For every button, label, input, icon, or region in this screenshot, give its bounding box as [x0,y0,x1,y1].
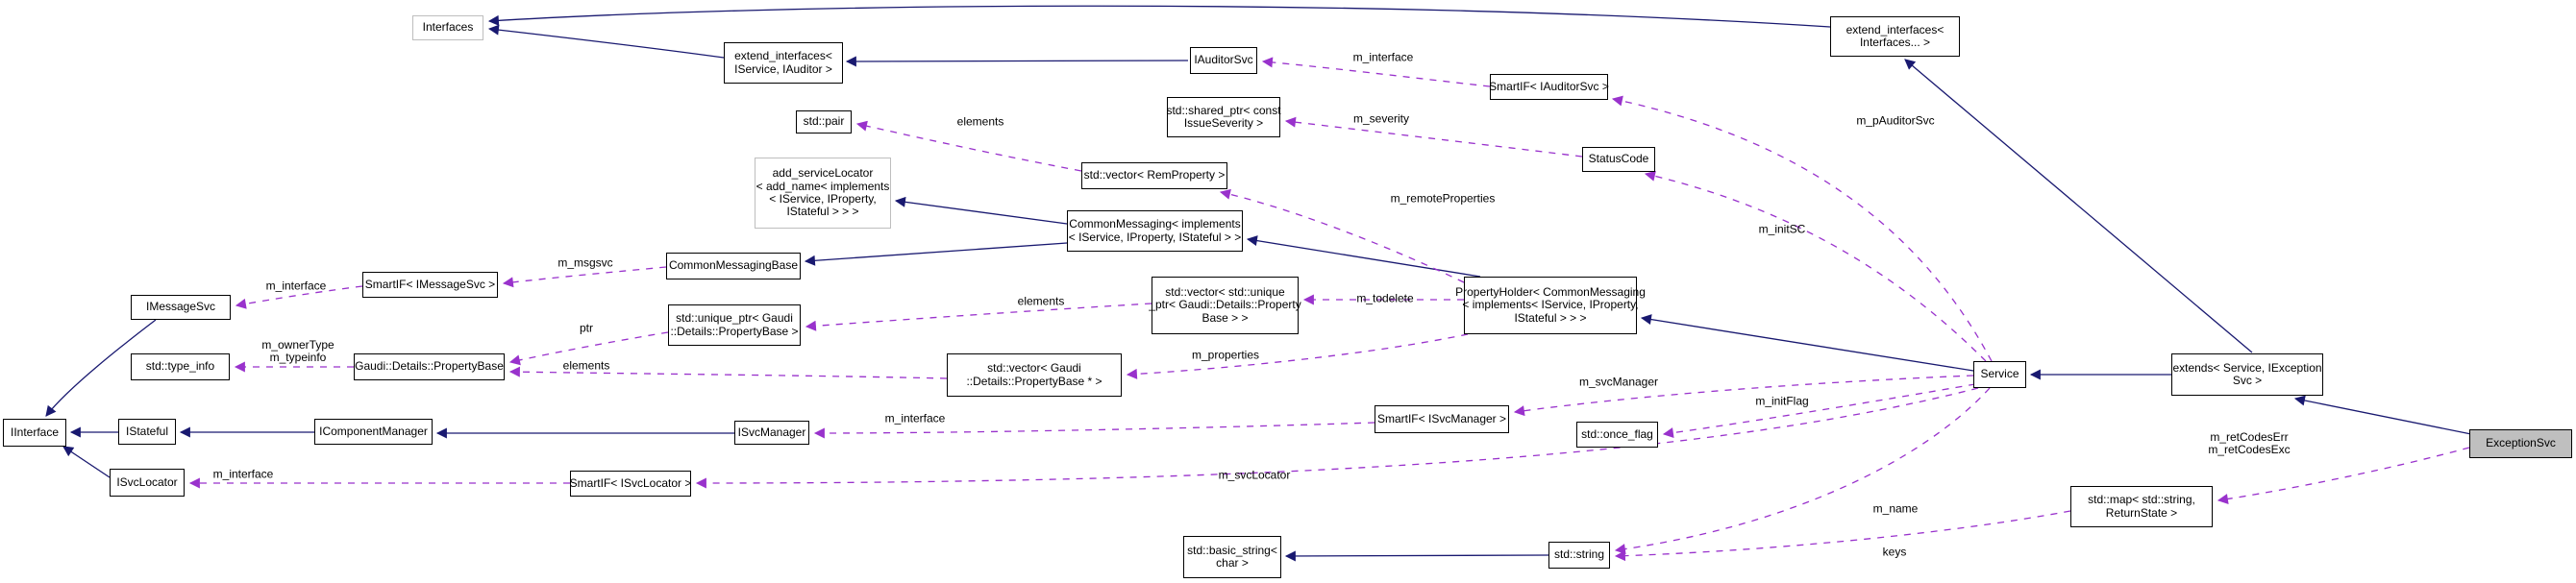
edge-label-m-retcodes: m_retCodesErr m_retCodesExc [2208,429,2291,456]
edge-label-keys: keys [1882,545,1907,559]
node-smartif-isvcmanager[interactable]: SmartIF< ISvcManager > [1375,405,1509,433]
node-std-string[interactable]: std::string [1548,542,1610,569]
edge-use-service-to-smartif-isvcmanager [1513,375,1974,417]
edge-use-propertyholder-to-vector-remproperty [1219,188,1465,283]
edge-use-vector-uniqueptr-to-uniqueptr [805,303,1152,331]
edge-label-m-todelete: m_todelete [1356,291,1414,305]
edge-use-exceptionsvc-to-map [2217,447,2470,504]
node-isvclocator[interactable]: ISvcLocator [110,469,185,497]
edge-use-service-to-smartif-iauditorsvc [1611,95,1993,362]
edge-inh-commonmessaging-to-commonmessagingbase [804,242,1068,266]
edge-inh-commonmessaging-to-addservicelocator [894,196,1068,225]
node-extend-interfaces-variadic[interactable]: extend_interfaces< Interfaces... > [1830,16,1960,57]
node-iauditorsvc[interactable]: IAuditorSvc [1190,47,1257,74]
edge-use-uniqueptr-to-propertybase [508,331,669,366]
edge-label-ptr: ptr [579,321,594,335]
edge-use-vector-remproperty-to-pair [855,120,1082,172]
edge-inh-extendifc-variadic-to-interfaces [487,5,1831,28]
node-statuscode[interactable]: StatusCode [1582,147,1655,172]
node-propertyholder[interactable]: PropertyHolder< CommonMessaging < implem… [1455,277,1646,334]
edge-use-statuscode-to-sharedptr [1284,116,1583,158]
edge-label-m-initflag: m_initFlag [1755,394,1809,408]
edge-inh-extendifc2-to-interfaces [487,24,725,59]
edge-label-m-svcmanager: m_svcManager [1578,375,1659,389]
node-commonmessaging[interactable]: CommonMessaging< implements < IService, … [1067,210,1243,252]
node-smartif-isvclocator[interactable]: SmartIF< ISvcLocator > [570,471,691,497]
node-std-map-returnstate[interactable]: std::map< std::string, ReturnState > [2070,486,2213,527]
edge-use-commonmessagingbase-to-smartif-imessagesvc [502,266,667,288]
edge-label-m-initsc: m_initSC [1758,222,1806,236]
node-std-unique-ptr-propertybase[interactable]: std::unique_ptr< Gaudi ::Details::Proper… [668,304,801,346]
edge-inh-stdstring-to-basicstring [1284,550,1549,562]
node-std-pair[interactable]: std::pair [796,110,852,134]
node-smartif-iauditorsvc[interactable]: SmartIF< IAuditorSvc > [1489,74,1609,100]
edge-inh-service-to-propertyholder [1640,314,1974,372]
edge-inh-isvclocator-to-iinterface [62,446,111,478]
node-istateful[interactable]: IStateful [118,419,176,445]
node-std-shared-ptr-issueseverity[interactable]: std::shared_ptr< const IssueSeverity > [1166,97,1281,137]
edge-use-smartif-iauditorsvc-to-iauditorsvc [1261,57,1491,87]
edge-use-vector-pbptr-to-propertybase [508,366,948,379]
edge-use-propertyholder-to-vector-pbptr [1126,333,1469,379]
node-extends-service-iexceptionsvc[interactable]: extends< Service, IException Svc > [2171,353,2323,396]
node-smartif-imessagesvc[interactable]: SmartIF< IMessageSvc > [362,272,498,298]
edge-inh-exceptionsvc-to-extends [2293,395,2472,435]
edge-label-m-remoteproperties: m_remoteProperties [1390,191,1496,206]
node-imessagesvc[interactable]: IMessageSvc [131,295,231,320]
node-iinterface[interactable]: IInterface [3,419,66,447]
node-std-vector-propertybase-ptr[interactable]: std::vector< Gaudi ::Details::PropertyBa… [947,353,1122,397]
edge-label-m-name: m_name [1872,501,1919,516]
node-icomponentmanager[interactable]: IComponentManager [314,419,433,445]
edge-label-m-pauditorsvc: m_pAuditorSvc [1856,113,1935,128]
edge-inh-imessagesvc-to-iinterface [45,319,157,417]
edge-use-service-to-statuscode [1644,170,1987,362]
node-add-servicelocator: add_serviceLocator < add_name< implement… [755,158,891,229]
edge-use-service-to-string-mname [1614,387,1991,555]
edge-use-map-to-string-keys [1614,510,2071,562]
edge-use-smartif-imessagesvc-to-imessagesvc [235,285,363,309]
edge-label-m-ownertype-typeinfo: m_ownerType m_typeinfo [261,337,334,364]
edge-inh-propertyholder-to-commonmessaging [1246,235,1481,278]
node-commonmessagingbase[interactable]: CommonMessagingBase [666,253,801,279]
edge-label-m-svclocator: m_svcLocator [1218,468,1291,482]
node-std-once-flag[interactable]: std::once_flag [1576,422,1658,448]
edge-label-m-severity: m_severity [1352,111,1410,126]
edge-label-m-interface-auditorsvc: m_interface [1352,50,1414,64]
edge-label-m-interface-imessagesvc: m_interface [265,279,327,293]
edge-label-m-msgsvc: m_msgsvc [557,255,613,270]
edge-label-elements-propertybase: elements [562,358,610,373]
edge-use-service-to-onceflag [1662,383,1976,439]
edge-inh-extends-to-extendifc-variadic [1904,59,2253,353]
node-service[interactable]: Service [1973,361,2026,388]
node-std-vector-unique-ptr[interactable]: std::vector< std::unique _ptr< Gaudi::De… [1149,277,1301,334]
node-exceptionsvc: ExceptionSvc [2469,429,2572,458]
node-extend-interfaces-iservice-iauditor[interactable]: extend_interfaces< IService, IAuditor > [724,42,843,84]
node-std-vector-remproperty[interactable]: std::vector< RemProperty > [1081,162,1227,189]
node-interfaces: Interfaces [412,15,483,40]
edge-label-elements-pair: elements [956,114,1004,129]
edge-label-m-interface-isvclocator: m_interface [212,467,274,481]
node-std-type-info[interactable]: std::type_info [131,353,230,380]
node-isvcmanager[interactable]: ISvcManager [734,421,809,445]
node-std-basic-string-char[interactable]: std::basic_string< char > [1183,536,1281,578]
edge-label-m-properties: m_properties [1191,348,1260,362]
edge-label-elements-unique-ptr: elements [1017,294,1065,308]
node-gaudi-details-propertybase[interactable]: Gaudi::Details::PropertyBase [354,353,505,380]
edge-label-m-interface-isvcmanager: m_interface [884,411,946,425]
edge-use-service-to-smartif-isvclocator [695,387,1979,489]
